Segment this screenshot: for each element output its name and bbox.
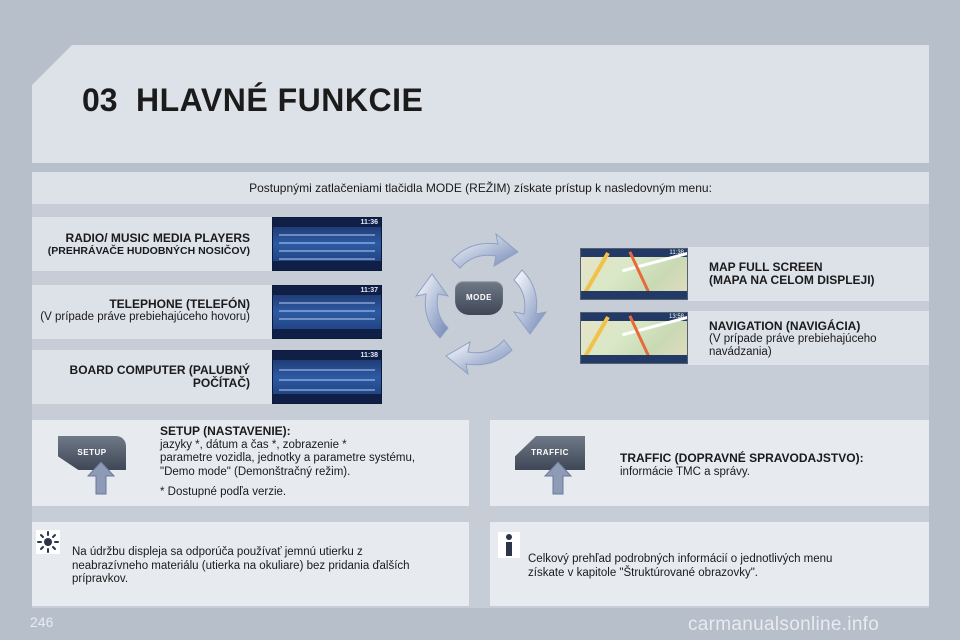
screen-board-computer-time: 11:38 (360, 352, 378, 359)
label-board-computer: BOARD COMPUTER (PALUBNÝ POČÍTAČ) (38, 364, 250, 390)
intro-text: Postupnými zatlačeniami tlačidla MODE (R… (249, 181, 712, 195)
row-band-telephone (32, 285, 272, 339)
chapter-number: 03 (82, 82, 118, 118)
label-board-computer-title: BOARD COMPUTER (PALUBNÝ (69, 363, 250, 377)
header-panel (32, 45, 929, 163)
screen-map-time: 11:38 (581, 249, 687, 257)
setup-title: SETUP (NASTAVENIE): (160, 424, 291, 438)
setup-line3: "Demo mode" (Demonštračný režim). (160, 465, 351, 478)
label-map-subtitle: (MAPA NA CELOM DISPLEJI) (709, 273, 875, 287)
traffic-description: TRAFFIC (DOPRAVNÉ SPRAVODAJSTVO): inform… (620, 451, 920, 479)
label-radio-subtitle: (PREHRÁVAČE HUDOBNÝCH NOSIČOV) (47, 245, 250, 257)
screen-telephone-time: 11:37 (360, 287, 378, 294)
press-arrow-icon (543, 461, 573, 495)
screen-navigation-time: 13:58 (581, 313, 687, 321)
screen-radio-time: 11:36 (360, 219, 378, 226)
sun-icon (36, 530, 60, 554)
tip-right-box (490, 522, 929, 606)
label-map: MAP FULL SCREEN (MAPA NA CELOM DISPLEJI) (709, 261, 919, 287)
label-radio-title: RADIO/ MUSIC MEDIA PLAYERS (65, 231, 250, 245)
tip-left-box (32, 522, 469, 606)
screen-telephone: 11:37 (272, 285, 382, 339)
traffic-title: TRAFFIC (DOPRAVNÉ SPRAVODAJSTVO): (620, 451, 864, 465)
watermark: carmanualsonline.info (688, 614, 880, 635)
row-band-map (688, 247, 929, 301)
label-telephone-title: TELEPHONE (TELEFÓN) (109, 297, 250, 311)
label-navigation-subtitle: (V prípade práve prebiehajúceho navádzan… (709, 333, 877, 358)
page-title: HLAVNÉ FUNKCIE (136, 82, 424, 118)
tip-right-line2: získate v kapitole "Štruktúrované obrazo… (528, 566, 758, 579)
setup-line1: jazyky *, dátum a čas *, zobrazenie * (160, 438, 347, 451)
setup-footnote: * Dostupné podľa verzie. (160, 486, 287, 498)
tip-right-text: Celkový prehľad podrobných informácií o … (528, 553, 923, 580)
tip-right-line1: Celkový prehľad podrobných informácií o … (528, 553, 833, 565)
tip-left-text: Na údržbu displeja sa odporúča používať … (72, 546, 462, 587)
page-number: 246 (30, 614, 54, 630)
setup-description: SETUP (NASTAVENIE): jazyky *, dátum a ča… (160, 424, 460, 479)
tip-left-line2: neabrazívneho materiálu (utierka na okul… (72, 559, 410, 572)
label-map-title: MAP FULL SCREEN (709, 260, 823, 274)
tip-left-line1: Na údržbu displeja sa odporúča používať … (72, 546, 363, 558)
screen-radio: 11:36 (272, 217, 382, 271)
traffic-line1: informácie TMC a správy. (620, 465, 750, 478)
label-telephone: TELEPHONE (TELEFÓN) (V prípade práve pre… (38, 298, 250, 324)
label-radio: RADIO/ MUSIC MEDIA PLAYERS (PREHRÁVAČE H… (38, 232, 250, 258)
mode-button[interactable]: MODE (455, 281, 503, 315)
setup-line2: parametre vozidla, jednotky a parametre … (160, 452, 416, 464)
screen-map: 11:38 (580, 248, 688, 300)
cycle-arrows-icon (414, 232, 548, 376)
label-navigation-title: NAVIGATION (NAVIGÁCIA) (709, 319, 861, 333)
row-band-board-computer (32, 350, 272, 404)
row-band-navigation (688, 311, 929, 365)
label-board-computer-subtitle: POČÍTAČ) (192, 376, 250, 390)
press-arrow-icon (86, 461, 116, 495)
label-navigation: NAVIGATION (NAVIGÁCIA) (V prípade práve … (709, 320, 919, 359)
label-telephone-subtitle: (V prípade práve prebiehajúceho hovoru) (40, 311, 250, 323)
row-band-radio (32, 217, 272, 271)
screen-navigation: 13:58 (580, 312, 688, 364)
tip-left-line3: prípravkov. (72, 573, 129, 585)
intro-band (32, 172, 929, 204)
screen-board-computer: 11:38 (272, 350, 382, 404)
info-icon (498, 532, 520, 558)
